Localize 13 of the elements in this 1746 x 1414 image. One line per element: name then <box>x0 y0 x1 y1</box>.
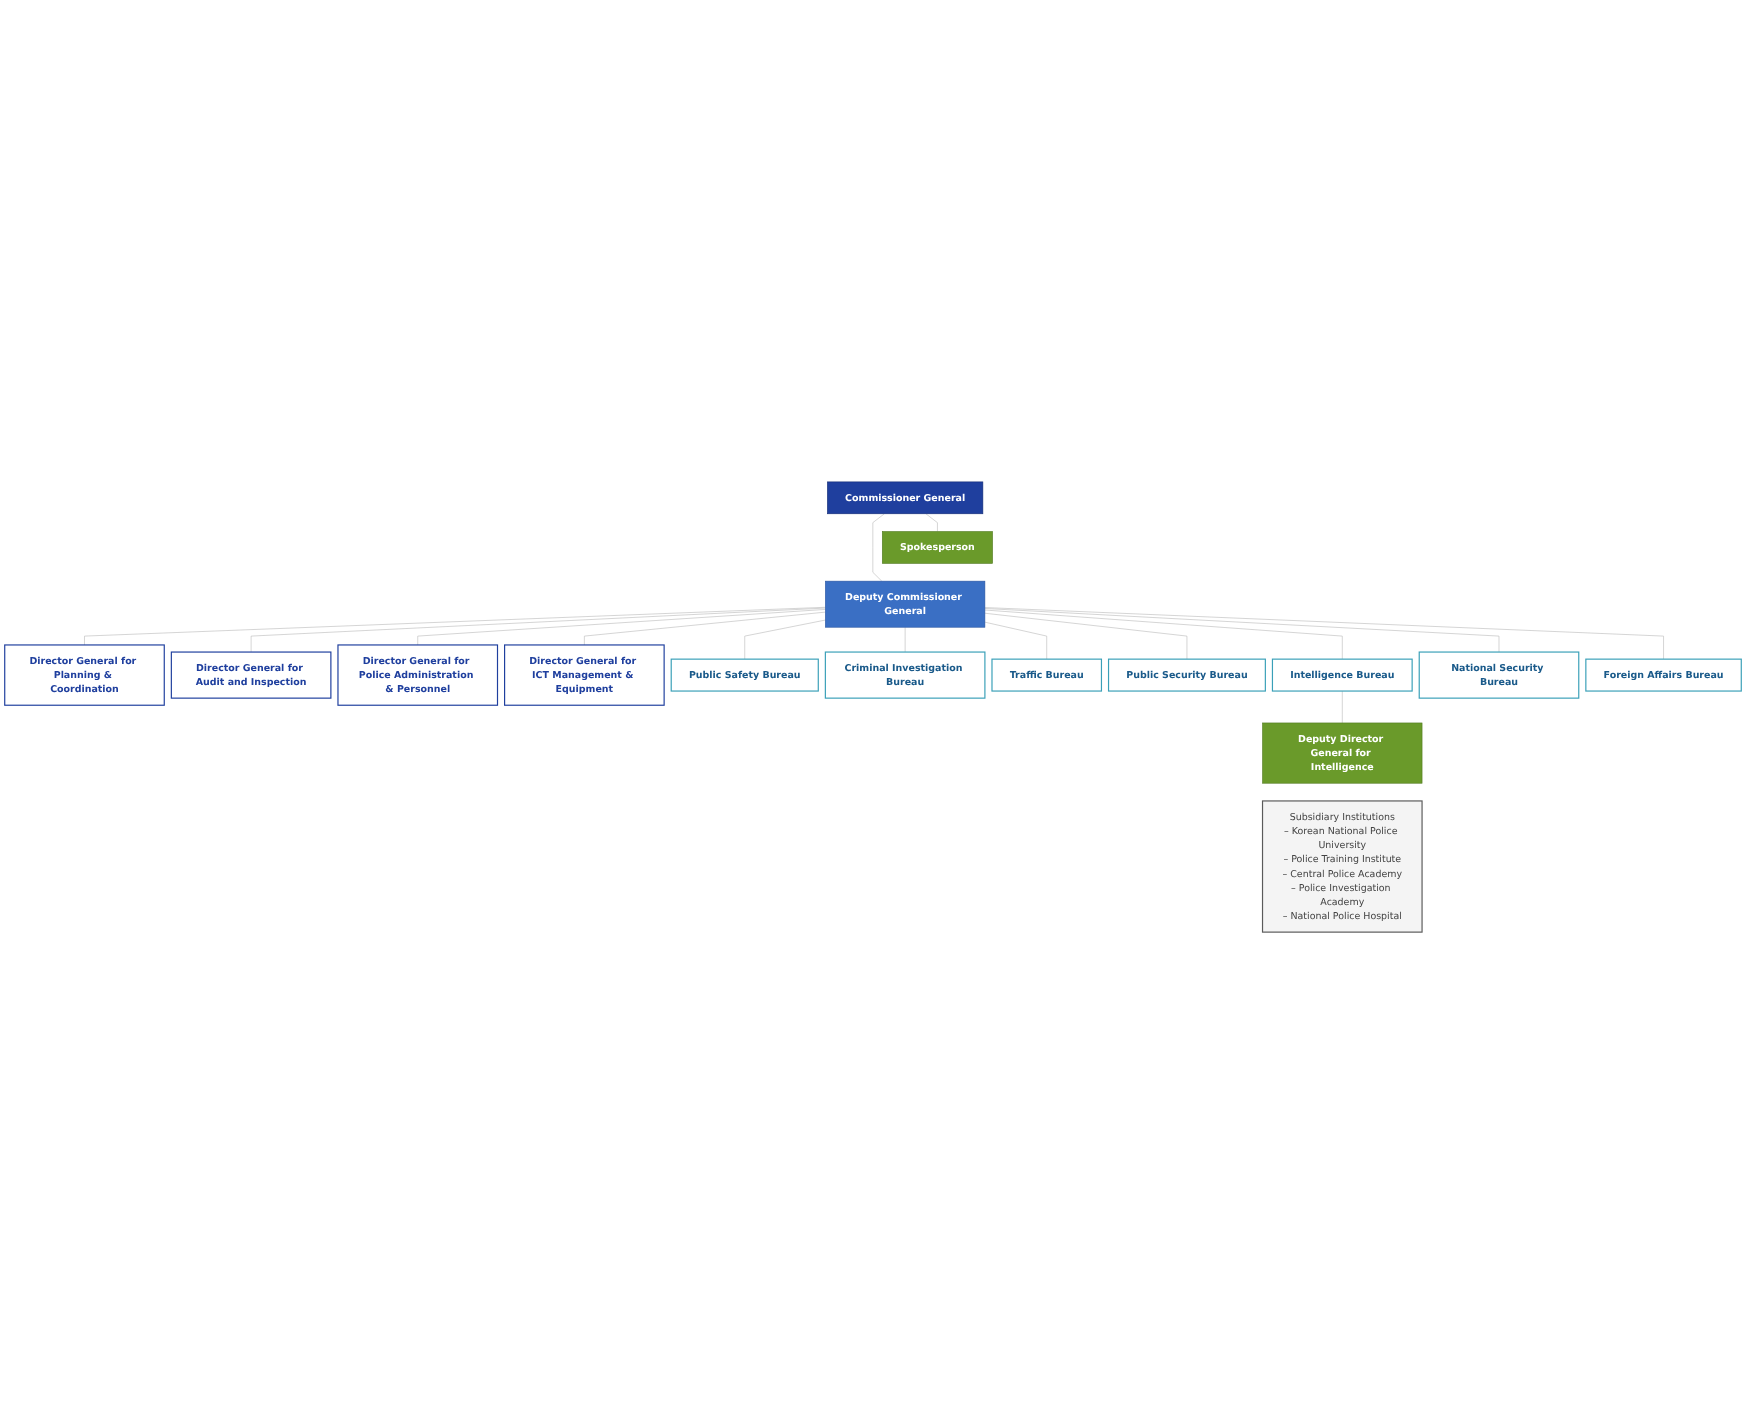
connector <box>872 513 885 582</box>
connector <box>984 608 1500 653</box>
connector <box>250 607 826 653</box>
connector <box>984 612 1188 660</box>
connector <box>984 621 1047 660</box>
connector <box>417 609 826 646</box>
connector <box>584 611 826 646</box>
connector <box>984 609 1343 660</box>
connector <box>1342 690 1343 724</box>
connector <box>744 619 826 660</box>
connector <box>984 607 1664 660</box>
connector <box>84 607 826 646</box>
connector <box>925 513 938 532</box>
